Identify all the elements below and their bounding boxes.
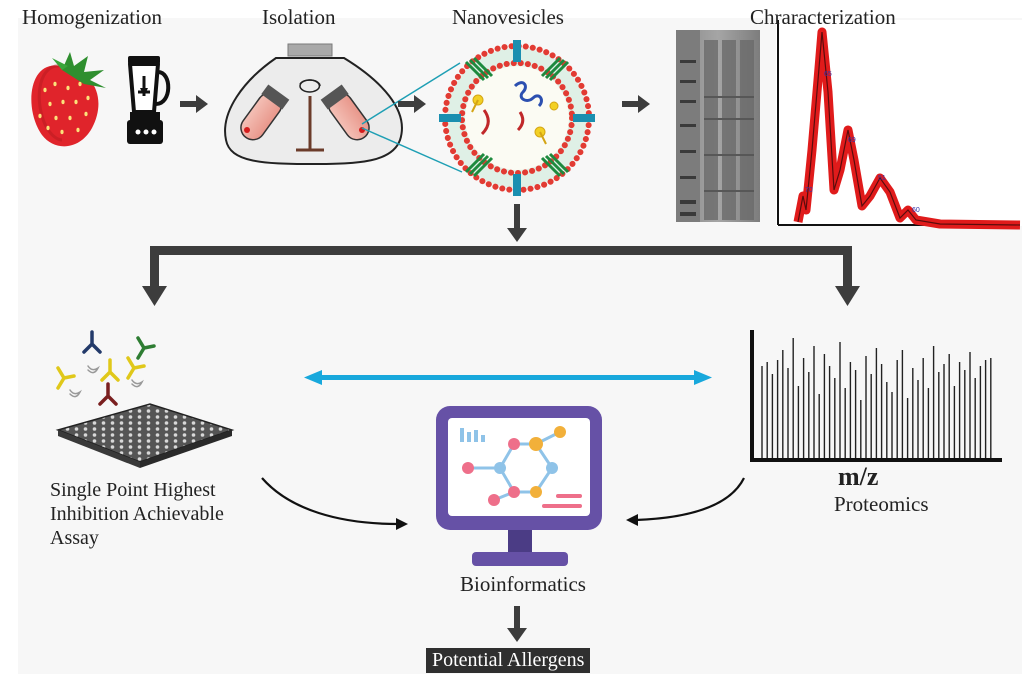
blender-icon	[127, 56, 171, 144]
label-bioinformatics: Bioinformatics	[460, 572, 586, 596]
arrow-down-nanovesicles	[507, 204, 527, 242]
flow-arrows-top	[180, 95, 650, 113]
final-result-box: Potential Allergens	[426, 648, 591, 673]
zoom-line-top	[361, 62, 461, 125]
label-nanovesicles: Nanovesicles	[452, 5, 564, 29]
label-homogenization: Homogenization	[22, 5, 162, 29]
size-distribution-plot: 65 69 51 70 60	[776, 20, 1022, 230]
peak-label: 51	[878, 175, 886, 182]
peak-label: 65	[824, 71, 832, 78]
antibody-icon	[56, 330, 156, 406]
peak-label: 70	[805, 187, 813, 194]
curved-arrow-head-right	[626, 514, 638, 526]
microarray-icon	[55, 403, 235, 468]
nanovesicle-icon	[439, 40, 595, 196]
peak-label: 69	[848, 137, 856, 144]
curved-arrows	[261, 477, 745, 526]
zoom-line-bottom	[361, 127, 463, 173]
peak-label: 60	[912, 207, 920, 214]
curved-arrow-head-left	[396, 518, 408, 530]
label-characterization: Chraracterization	[750, 5, 896, 29]
split-bracket	[142, 246, 860, 306]
strawberry-icon	[31, 52, 106, 147]
label-assay: Single Point Highest Inhibition Achievab…	[50, 479, 224, 549]
double-arrow	[304, 370, 712, 385]
label-mz: m/z	[838, 462, 879, 491]
centrifuge-icon	[224, 43, 403, 166]
arrow-down-bioinformatics	[507, 606, 527, 642]
gel-icon	[676, 30, 760, 222]
label-proteomics: Proteomics	[834, 492, 929, 516]
monitor-icon	[436, 406, 602, 566]
mass-spectrum-plot	[750, 330, 1002, 462]
label-isolation: Isolation	[262, 5, 336, 29]
